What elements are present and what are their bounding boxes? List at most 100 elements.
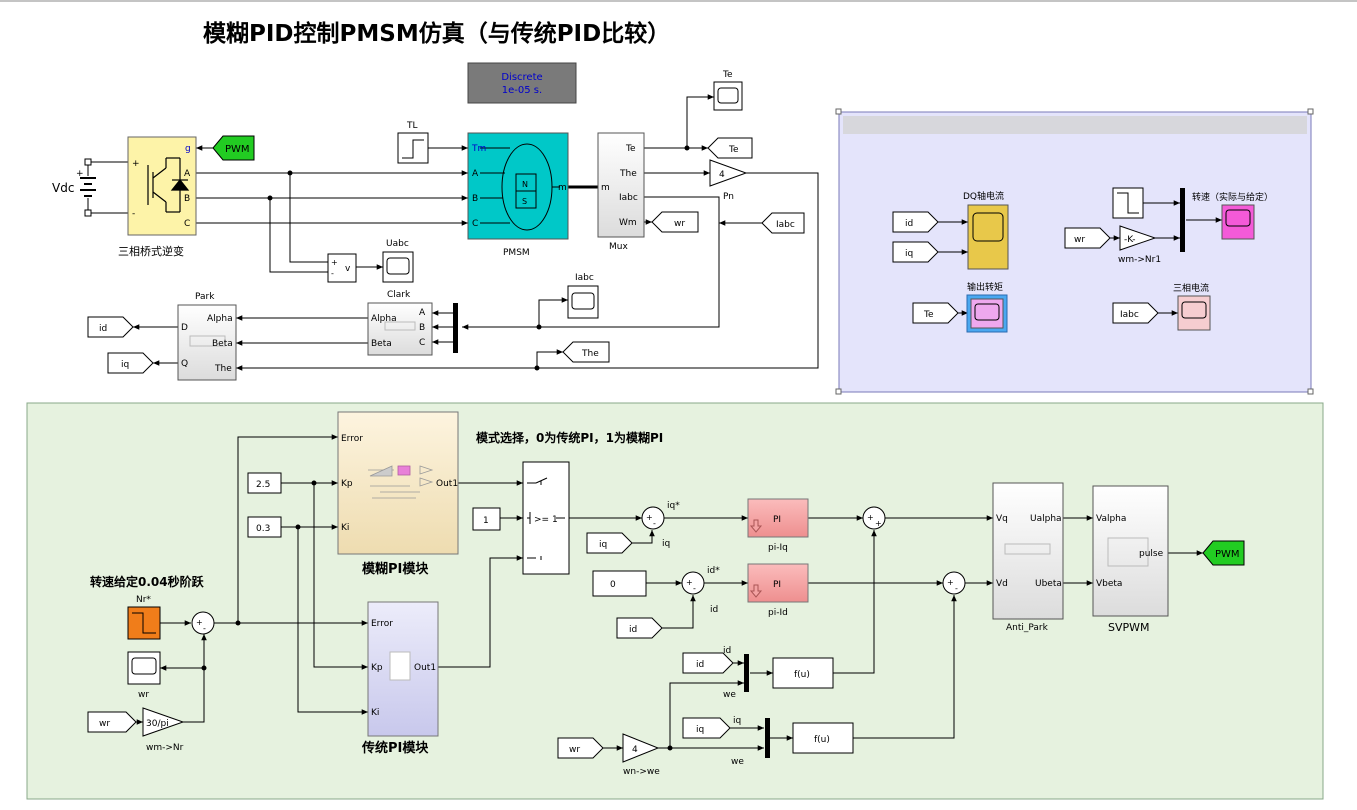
nr-step-block[interactable] (127, 606, 161, 640)
id-ref-constant[interactable] (592, 570, 647, 597)
port-label: B (419, 323, 425, 333)
block-label: TL (406, 121, 418, 131)
uabc-scope[interactable] (382, 251, 414, 283)
constant-value: 0 (610, 580, 616, 590)
port-label: + (196, 618, 203, 627)
page-title: 模糊PID控制PMSM仿真（与传统PID比较） (203, 20, 670, 47)
block-label: 转速（实际与给定） (1192, 191, 1273, 203)
torque-scope[interactable] (966, 294, 1008, 333)
wr-from-tag-lower[interactable] (87, 711, 137, 733)
port-label: Kp (341, 479, 353, 489)
pwm-from-tag[interactable] (212, 135, 255, 161)
wires-lower (136, 434, 1203, 751)
port-label: C (184, 219, 190, 229)
port-label: C (472, 219, 478, 229)
iq-sum[interactable] (641, 506, 665, 530)
port-label: Wm (619, 218, 637, 228)
park-block[interactable] (177, 304, 237, 381)
te-scope[interactable] (713, 81, 743, 111)
wm-nr-gain[interactable] (142, 707, 185, 737)
fuzzy-pi-block[interactable] (337, 411, 459, 555)
pi-iq-block[interactable] (747, 498, 809, 538)
block-text: f(u) (814, 735, 830, 745)
annotation-mode-select: 模式选择，0为传统PI，1为模糊PI (476, 430, 663, 445)
port-label: - (693, 584, 696, 593)
wr-from-tag-panel[interactable] (1064, 227, 1111, 249)
iq-from-tag-decouple[interactable] (682, 717, 731, 739)
port-label: Error (341, 434, 363, 444)
id-from-tag-lower[interactable] (616, 617, 663, 639)
te-from-tag-panel[interactable] (912, 302, 959, 324)
tag-label: id (629, 625, 637, 635)
port-label: Beta (212, 339, 233, 349)
block-label: DQ轴电流 (963, 190, 1004, 202)
tag-label: The (581, 349, 599, 359)
speed-ref-step[interactable] (1112, 187, 1144, 219)
te-goto-tag[interactable] (707, 137, 753, 159)
block-label: wn->we (623, 767, 660, 777)
svpwm-block[interactable] (1092, 485, 1169, 617)
wr-scope[interactable] (127, 651, 161, 685)
block-label: Park (195, 292, 215, 302)
dc-voltage-source[interactable]: + (76, 158, 96, 217)
iabc-from-tag-panel[interactable] (1112, 302, 1159, 324)
ki-constant[interactable] (247, 516, 282, 538)
bus-selector-block[interactable] (597, 132, 645, 238)
tag-label: PWM (225, 144, 250, 155)
clark-block[interactable] (367, 302, 433, 356)
id-sum[interactable] (681, 571, 705, 595)
signal-label: id (710, 605, 718, 615)
fu-iq-decouple[interactable] (772, 657, 834, 689)
mux-id-we[interactable] (744, 654, 749, 692)
iabc-from-tag[interactable] (761, 212, 805, 234)
traditional-pi-block[interactable] (367, 601, 439, 737)
tl-step-block[interactable] (397, 132, 429, 164)
pmsm-block[interactable]: N S (467, 132, 569, 240)
iabc-scope[interactable] (567, 285, 599, 319)
the-goto-tag[interactable] (562, 341, 610, 363)
dq-current-scope[interactable] (967, 204, 1009, 270)
wm-nr1-gain[interactable] (1119, 225, 1157, 251)
iq-from-tag-lower[interactable] (586, 532, 633, 554)
mode-constant[interactable] (472, 507, 501, 531)
wr-from-tag-we[interactable] (557, 737, 604, 759)
port-label: A (472, 169, 479, 179)
demux-block[interactable] (453, 303, 458, 353)
mode-switch[interactable] (522, 461, 570, 575)
speed-mux[interactable] (1180, 188, 1185, 252)
three-phase-current-scope[interactable] (1177, 295, 1211, 331)
voltage-measurement[interactable] (327, 253, 357, 283)
signal-label: iq (733, 716, 741, 726)
port-label: + (132, 159, 140, 169)
port-label: + (867, 513, 874, 522)
block-label: Pn (723, 192, 734, 202)
pwm-goto-tag[interactable] (1202, 540, 1245, 566)
kp-constant[interactable] (247, 472, 282, 494)
constant-value: 1 (483, 516, 489, 526)
anti-park-block[interactable] (992, 482, 1064, 620)
block-text: f(u) (794, 670, 810, 680)
pn-gain[interactable] (709, 159, 748, 187)
speed-scope[interactable] (1221, 204, 1255, 240)
scope-panel[interactable] (835, 108, 1314, 395)
vq-sum[interactable] (862, 506, 886, 530)
port-label: + (947, 578, 954, 587)
mux-iq-we[interactable] (765, 718, 770, 758)
id-goto-tag[interactable] (87, 316, 134, 338)
fu-id-decouple[interactable] (792, 722, 854, 754)
id-from-tag-decouple[interactable] (682, 652, 734, 674)
vd-sum[interactable] (942, 571, 966, 595)
id-from-tag-panel[interactable] (892, 211, 939, 233)
pi-id-block[interactable] (747, 563, 809, 603)
wr-goto-tag[interactable] (651, 211, 699, 233)
three-phase-inverter[interactable] (127, 136, 197, 236)
annotation-speed-step: 转速给定0.04秒阶跃 (90, 574, 205, 589)
port-label: Alpha (207, 314, 233, 324)
tag-label: wr (674, 219, 685, 229)
port-label: Te (625, 144, 636, 154)
speed-error-sum[interactable] (191, 611, 215, 635)
iq-from-tag-panel[interactable] (892, 241, 939, 263)
iq-goto-tag[interactable] (107, 352, 154, 374)
wn-we-gain[interactable] (622, 733, 660, 763)
powergui-block[interactable] (467, 62, 577, 104)
